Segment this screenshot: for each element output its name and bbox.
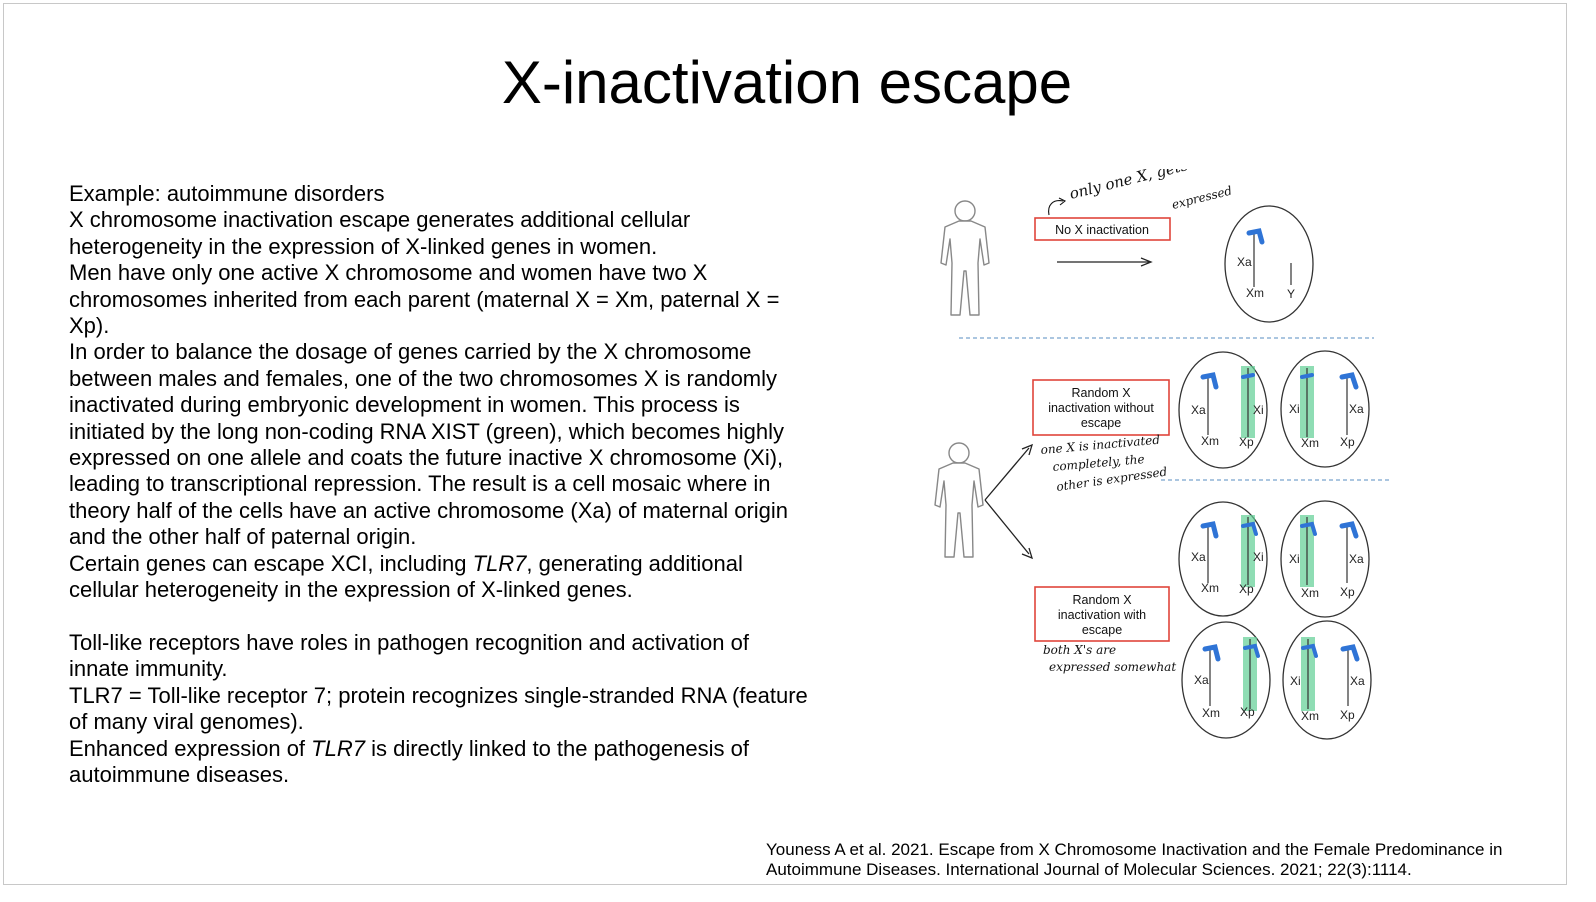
note-top-line2: expressed	[1170, 183, 1233, 212]
svg-text:Xi: Xi	[1290, 674, 1301, 688]
body-paragraph-4: Certain genes can escape XCI, including …	[69, 551, 809, 604]
text-run: Enhanced expression of	[69, 735, 312, 761]
svg-text:inactivation without: inactivation without	[1048, 401, 1154, 415]
male-cell	[1224, 205, 1314, 323]
female-figure	[934, 442, 984, 558]
text-run: In order to balance the dosage of genes …	[69, 339, 789, 550]
svg-text:Y: Y	[1287, 287, 1295, 301]
svg-text:Xi: Xi	[1289, 552, 1300, 566]
svg-text:Xm: Xm	[1301, 586, 1319, 600]
body-paragraph-0: Example: autoimmune disorders	[69, 181, 809, 207]
citation-line-2: Autoimmune Diseases. International Journ…	[766, 860, 1412, 879]
no-xi-label: No X inactivation	[1055, 223, 1149, 237]
svg-text:Xp: Xp	[1240, 705, 1255, 719]
citation-line-1: Youness A et al. 2021. Escape from X Chr…	[766, 840, 1503, 859]
svg-text:Xa: Xa	[1191, 550, 1206, 564]
svg-text:Xa: Xa	[1349, 552, 1364, 566]
cell-with-escape-4: Xi Xa Xm Xp	[1282, 620, 1372, 740]
svg-text:Xp: Xp	[1340, 708, 1355, 722]
svg-text:Xi: Xi	[1253, 403, 1264, 417]
cell-without-escape-2: Xi Xa Xm Xp	[1280, 350, 1370, 468]
body-paragraph-7: TLR7 = Toll-like receptor 7; protein rec…	[69, 683, 809, 736]
svg-text:Xp: Xp	[1340, 585, 1355, 599]
paragraph-gap	[69, 604, 809, 630]
svg-text:escape: escape	[1082, 623, 1122, 637]
svg-text:Xa: Xa	[1350, 674, 1365, 688]
body-paragraph-2: Men have only one active X chromosome an…	[69, 260, 809, 339]
svg-text:inactivation with: inactivation with	[1058, 608, 1146, 622]
cell-without-escape-1: Xa Xi Xm Xp	[1178, 351, 1268, 469]
svg-text:Xm: Xm	[1202, 706, 1220, 720]
body-paragraph-6: Toll-like receptors have roles in pathog…	[69, 630, 809, 683]
slide-title: X-inactivation escape	[501, 49, 1073, 116]
with-escape-box	[1034, 586, 1170, 642]
text-run: X chromosome inactivation escape generat…	[69, 207, 691, 259]
text-run: Toll-like receptors have roles in pathog…	[69, 629, 749, 682]
svg-text:Xp: Xp	[1239, 582, 1254, 596]
text-run: Example: autoimmune disorders	[69, 181, 385, 206]
svg-text:Xm: Xm	[1201, 434, 1219, 448]
svg-text:Xp: Xp	[1340, 435, 1355, 449]
slide: X-inactivation escape Example: autoimmun…	[3, 3, 1567, 885]
svg-text:Xi: Xi	[1289, 402, 1300, 416]
gene-name-italic: TLR7	[472, 550, 527, 576]
note-bottom-line1: both X's are	[1043, 643, 1116, 657]
svg-text:Xa: Xa	[1191, 403, 1206, 417]
note-arrow-top	[1048, 200, 1064, 216]
svg-text:Xa: Xa	[1349, 402, 1364, 416]
text-run: Certain genes can escape XCI, including	[69, 550, 473, 576]
cell-with-escape-1: Xa Xi Xm Xp	[1178, 501, 1268, 617]
cell-with-escape-2: Xi Xa Xm Xp	[1280, 500, 1370, 618]
svg-text:Random X: Random X	[1071, 386, 1131, 400]
note-bottom-line2: expressed somewhat	[1049, 660, 1176, 674]
without-escape-box	[1032, 379, 1170, 436]
svg-text:escape: escape	[1081, 416, 1121, 430]
citation: Youness A et al. 2021. Escape from X Chr…	[766, 840, 1566, 880]
male-figure	[940, 200, 990, 316]
svg-text:Random X: Random X	[1072, 593, 1132, 607]
svg-text:Xm: Xm	[1301, 709, 1319, 723]
text-run: , generating additional cellular heterog…	[69, 550, 743, 603]
gene-name-italic: TLR7	[311, 735, 365, 761]
text-run: TLR7 = Toll-like receptor 7; protein rec…	[69, 682, 808, 735]
svg-text:Xm: Xm	[1301, 436, 1319, 450]
x-inactivation-diagram: No X inactivation only one X, gets expre…	[934, 169, 1391, 740]
body-paragraph-3: In order to balance the dosage of genes …	[69, 339, 809, 550]
text-run: Men have only one active X chromosome an…	[69, 260, 780, 339]
svg-text:Xm: Xm	[1201, 581, 1219, 595]
text-run: is directly linked to the pathogenesis o…	[69, 735, 749, 787]
no-xi-box	[1034, 217, 1171, 241]
body-paragraph-8: Enhanced expression of TLR7 is directly …	[69, 736, 809, 789]
svg-text:Xi: Xi	[1253, 550, 1264, 564]
svg-text:Xa: Xa	[1237, 255, 1252, 269]
cell-with-escape-3: Xa Xm Xp	[1181, 621, 1271, 739]
x-inactivation-figure: No X inactivation only one X, gets expre…	[929, 169, 1409, 749]
svg-text:Xm: Xm	[1246, 286, 1264, 300]
svg-text:Xa: Xa	[1194, 673, 1209, 687]
body-paragraph-1: X chromosome inactivation escape generat…	[69, 207, 809, 260]
svg-text:Xp: Xp	[1239, 435, 1254, 449]
